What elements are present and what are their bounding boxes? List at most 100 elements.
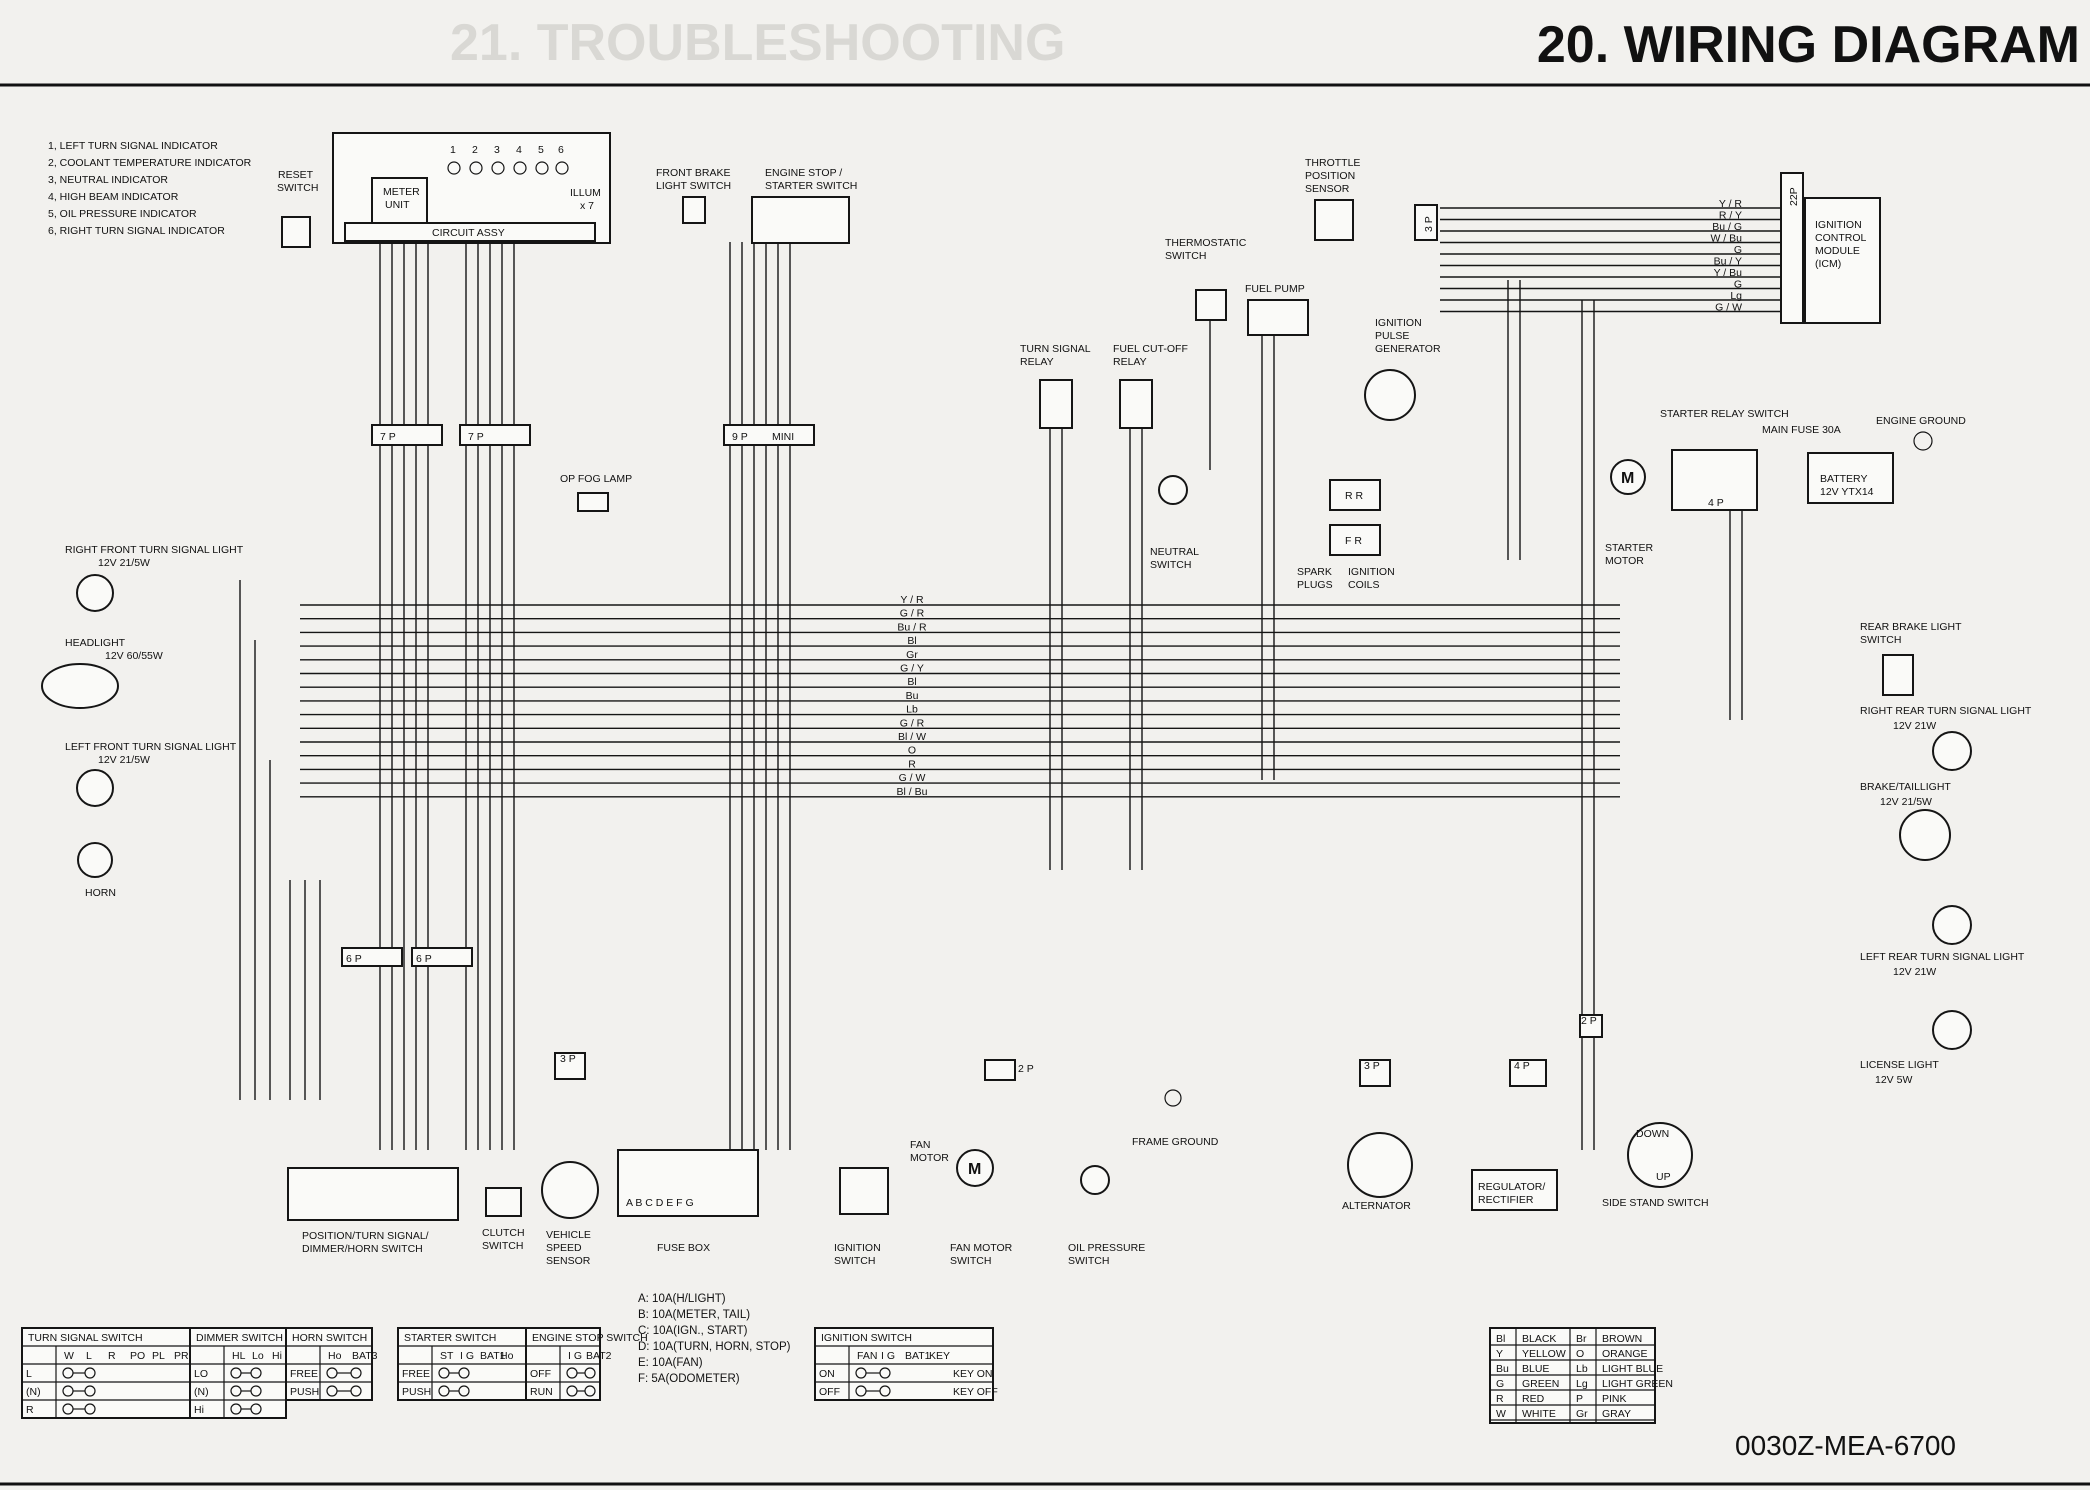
icm-label-3: MODULE [1815, 245, 1860, 257]
icm-wire-label: Bu / G [1712, 221, 1742, 233]
icm-label-1: IGNITION [1815, 219, 1862, 231]
color-legend-entry: BLUE [1522, 1363, 1549, 1375]
fuel-pump-label: FUEL PUMP [1245, 283, 1305, 295]
color-legend-entry: Br [1576, 1333, 1587, 1345]
horn [77, 842, 113, 878]
switch-table-col: BAT2 [586, 1350, 612, 1362]
starter-relay-switch [1671, 449, 1758, 511]
color-legend-entry: Y [1496, 1348, 1503, 1360]
switch-table-col: Lo [252, 1350, 264, 1362]
switch-table-row: Hi [194, 1404, 204, 1416]
alternator [1347, 1132, 1413, 1198]
fuse-box [617, 1149, 759, 1217]
switch-table-row: OFF [530, 1368, 551, 1380]
switch-table-col: I G [460, 1350, 474, 1362]
switch-table-col: BAT1 [905, 1350, 931, 1362]
reset-switch-label-1: RESET [278, 169, 314, 181]
clutch-label-2: SWITCH [482, 1240, 523, 1252]
color-legend-entry: R [1496, 1393, 1504, 1405]
switch-table-title: IGNITION SWITCH [821, 1332, 912, 1344]
conn-9p-mini: MINI [772, 431, 794, 443]
icm: 22P IGNITION CONTROL MODULE (ICM) [1780, 172, 1881, 324]
turn-relay [1039, 379, 1073, 429]
switch-table-row: FREE [290, 1368, 318, 1380]
switch-table-key: KEY OFF [953, 1386, 998, 1398]
harness [239, 242, 1743, 1150]
indicator-2: 2, COOLANT TEMPERATURE INDICATOR [48, 157, 252, 169]
position-switch [287, 1167, 459, 1221]
speed-sensor [541, 1161, 599, 1219]
indicator-legend: 1, LEFT TURN SIGNAL INDICATOR 2, COOLANT… [48, 140, 252, 237]
bus-wire-label: Bu [906, 690, 919, 702]
fan-motor-label-1: FAN [910, 1139, 930, 1151]
switch-table-row: LO [194, 1368, 208, 1380]
battery [1807, 452, 1894, 504]
front-brake-switch [682, 196, 706, 224]
switch-table-col: I G [881, 1350, 895, 1362]
color-legend-entry: LIGHT BLUE [1602, 1363, 1663, 1375]
fuel-cut-label-1: FUEL CUT-OFF [1113, 343, 1188, 355]
switch-table-col: R [108, 1350, 116, 1362]
switch-table-row: (N) [26, 1386, 41, 1398]
meter-num-6: 6 [558, 144, 564, 156]
coil-fr-label: F R [1345, 535, 1362, 547]
meter-num-2: 2 [472, 144, 478, 156]
color-legend-entry: Lb [1576, 1363, 1588, 1375]
rear-brake-switch [1882, 654, 1914, 696]
meter-unit-label-2: UNIT [385, 199, 410, 211]
fuel-cut-label-2: RELAY [1113, 356, 1147, 368]
switch-table-col: PO [130, 1350, 145, 1362]
bus-wire-label: Bl [907, 676, 916, 688]
fuse-e: E: 10A(FAN) [638, 1357, 703, 1369]
fuel-pump [1247, 299, 1309, 336]
color-legend-entry: O [1576, 1348, 1584, 1360]
ignition-coils-label-2: COILS [1348, 579, 1380, 591]
switch-table-col: ST [440, 1350, 454, 1362]
pulse-gen-label-3: GENERATOR [1375, 343, 1441, 355]
bus-wire-label: R [908, 758, 916, 770]
engine-stop-switch [751, 196, 850, 244]
reset-switch-label-2: SWITCH [277, 182, 318, 194]
thermostatic-label-2: SWITCH [1165, 250, 1206, 262]
side-stand-label: SIDE STAND SWITCH [1602, 1197, 1709, 1209]
fuse-c: C: 10A(IGN., START) [638, 1325, 748, 1337]
regulator-rectifier [1471, 1169, 1558, 1211]
speed-sensor-label-3: SENSOR [546, 1255, 591, 1267]
fan-motor-m: M [968, 1161, 981, 1178]
throttle-connector [1414, 204, 1438, 241]
switch-table-row: (N) [194, 1386, 209, 1398]
switch-table-col: BAT3 [352, 1350, 378, 1362]
indicator-4: 4, HIGH BEAM INDICATOR [48, 191, 179, 203]
main-fuse-label: MAIN FUSE 30A [1762, 424, 1841, 436]
color-legend-entry: Bl [1496, 1333, 1505, 1345]
fuse-f: F: 5A(ODOMETER) [638, 1373, 740, 1385]
indicator-1: 1, LEFT TURN SIGNAL INDICATOR [48, 140, 218, 152]
rear-brake-label-1: REAR BRAKE LIGHT [1860, 621, 1962, 633]
op-fog-label: OP FOG LAMP [560, 473, 632, 485]
illum-count: x 7 [580, 200, 594, 212]
icm-wire-label: Bu / Y [1714, 256, 1742, 268]
headlight-label-1: HEADLIGHT [65, 637, 126, 649]
color-legend-entry: WHITE [1522, 1408, 1556, 1420]
color-legend-entry: BROWN [1602, 1333, 1642, 1345]
indicator-5: 5, OIL PRESSURE INDICATOR [48, 208, 197, 220]
engine-stop-label-1: ENGINE STOP / [765, 167, 842, 179]
reset-switch [281, 216, 311, 248]
icm-body [1804, 197, 1881, 324]
brake-taillight [1899, 809, 1951, 861]
conn-6p-a: 6 P [346, 953, 362, 965]
battery-label-2: 12V YTX14 [1820, 486, 1874, 498]
meter-num-1: 1 [450, 144, 456, 156]
icm-22p: 22P [1788, 187, 1800, 206]
color-legend-entry: G [1496, 1378, 1504, 1390]
part-number: 0030Z-MEA-6700 [1735, 1430, 1956, 1461]
ignition-coil-rr [1329, 479, 1381, 511]
meter-unit-label-1: METER [383, 186, 420, 198]
icm-wire-label: Y / R [1719, 198, 1743, 210]
throttle-label-2: POSITION [1305, 170, 1355, 182]
switch-table-title: HORN SWITCH [292, 1332, 367, 1344]
